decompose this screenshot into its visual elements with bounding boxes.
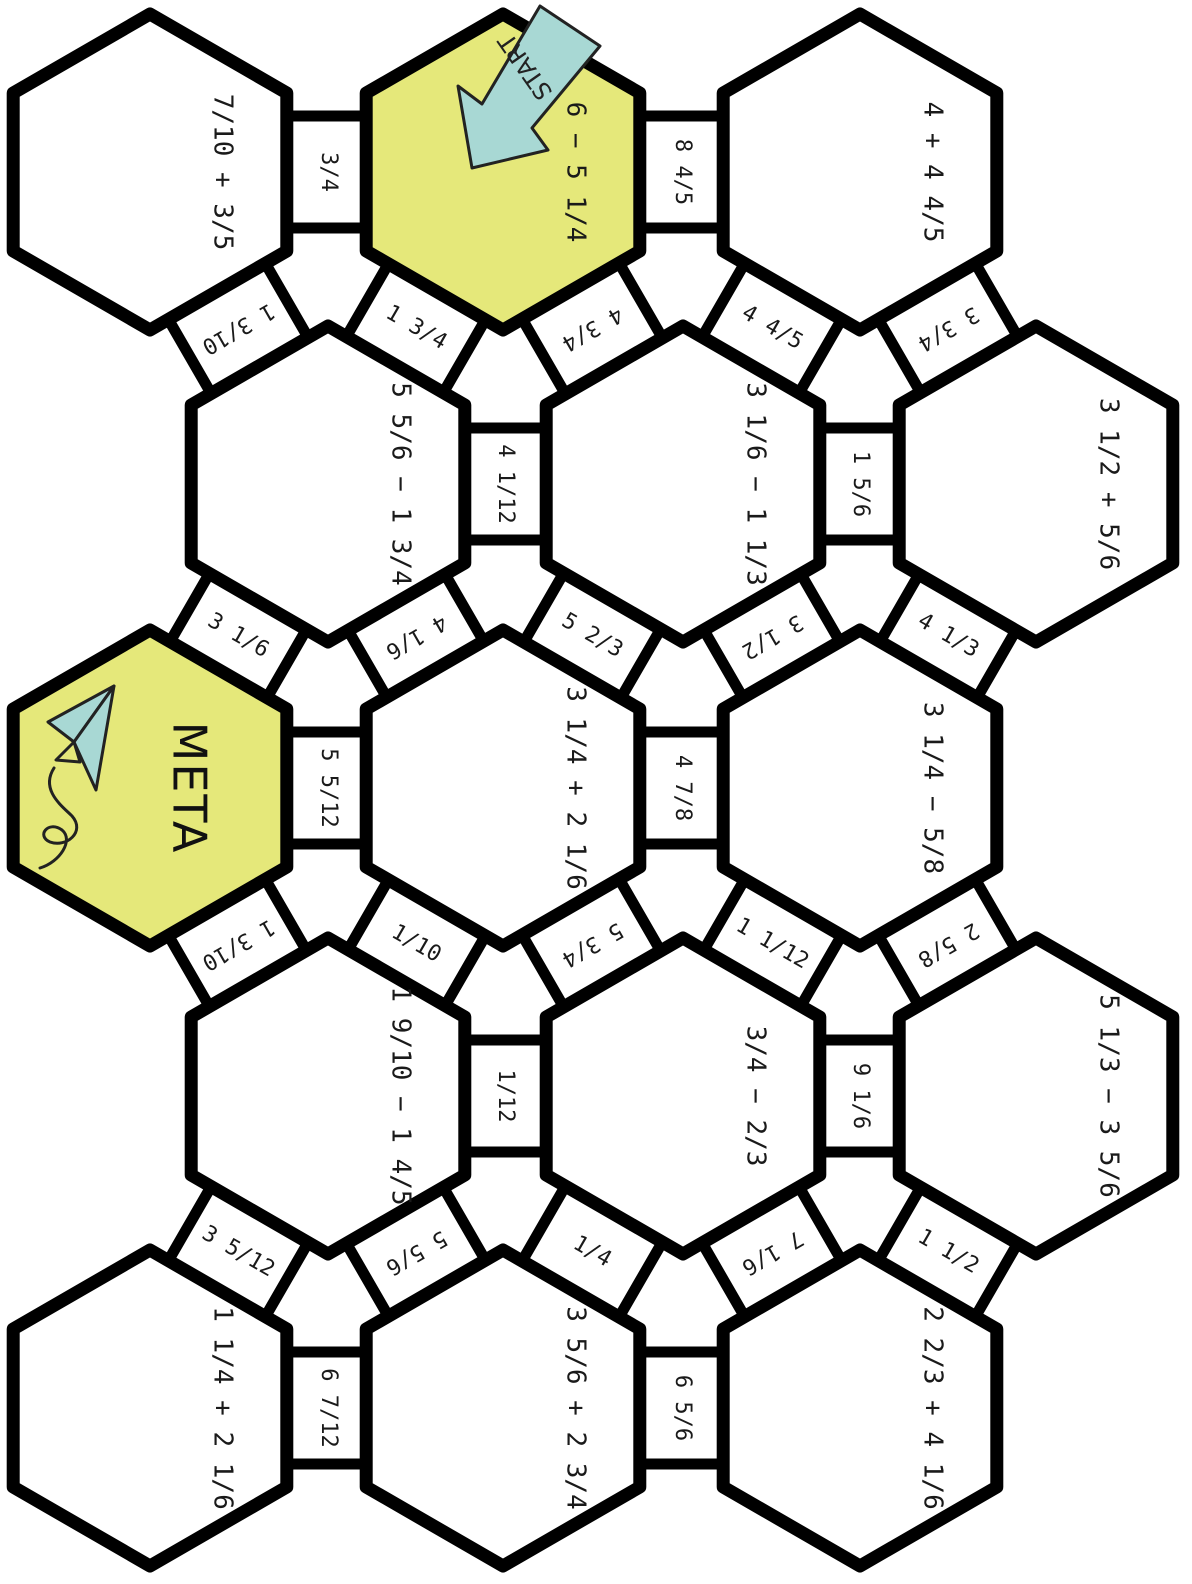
hexes-layer: 7/10 + 3/5 6 − 5 1/4 4 + 4 4/5 5 5/6 − 1 3/… (13, 14, 1173, 1566)
hex-label: 7/10 + 3/5 (208, 94, 238, 251)
connector-c-r4-b[interactable]: 6 5/6 (638, 1352, 726, 1464)
connector-label: 6 5/6 (670, 1375, 695, 1441)
connector-label: 4 7/8 (670, 755, 695, 821)
connector-label: 9 1/6 (848, 1063, 873, 1129)
hex-label: 2 2/3 + 4 1/6 (918, 1306, 948, 1510)
connector-c-r3-b[interactable]: 9 1/6 (816, 1040, 904, 1152)
connector-label: 5 5/12 (316, 748, 341, 827)
connector-c-r1-b[interactable]: 1 5/6 (816, 428, 904, 540)
connector-c-r1-a[interactable]: 4 1/12 (461, 428, 549, 540)
hex-label: META (163, 722, 217, 855)
connector-label: 1/12 (493, 1070, 518, 1123)
connector-label: 6 7/12 (316, 1368, 341, 1447)
connector-c-r4-a[interactable]: 6 7/12 (284, 1352, 372, 1464)
connector-c-r2-b[interactable]: 4 7/8 (638, 732, 726, 844)
hex-label: 1 9/10 − 1 4/5 (386, 986, 416, 1205)
hex-label: 4 + 4 4/5 (918, 102, 948, 243)
hex-label: 3 5/6 + 2 3/4 (561, 1306, 591, 1510)
connector-c-r0-a[interactable]: 3/4 (284, 116, 372, 228)
hex-label: 6 − 5 1/4 (561, 102, 591, 243)
connector-c-r0-b[interactable]: 8 4/5 (638, 116, 726, 228)
connector-c-r2-a[interactable]: 5 5/12 (284, 732, 372, 844)
hex-label: 3/4 − 2/3 (741, 1026, 771, 1167)
connector-label: 4 1/12 (493, 444, 518, 523)
connector-label: 8 4/5 (670, 139, 695, 205)
connector-label: 3/4 (316, 152, 341, 192)
hex-label: 5 5/6 − 1 3/4 (386, 382, 416, 586)
hex-label: 3 1/4 + 2 1/6 (561, 686, 591, 890)
connector-c-r3-a[interactable]: 1/12 (461, 1040, 549, 1152)
hex-label: 3 1/6 − 1 1/3 (741, 382, 771, 586)
hex-label: 3 1/2 + 5/6 (1094, 398, 1124, 570)
hex-label: 1 1/4 + 2 1/6 (208, 1306, 238, 1510)
connector-label: 1 5/6 (848, 451, 873, 517)
hex-label: 5 1/3 − 3 5/6 (1094, 994, 1124, 1198)
hex-label: 3 1/4 − 5/8 (918, 702, 948, 874)
